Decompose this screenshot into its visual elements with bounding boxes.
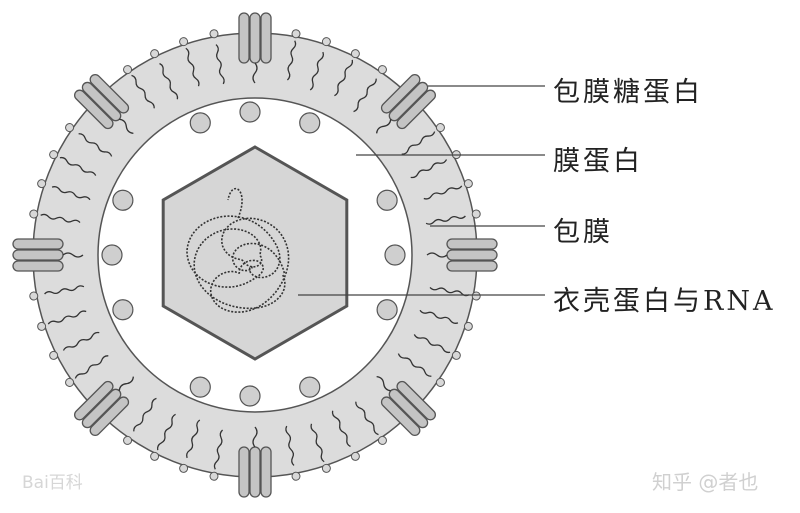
rna-strand	[186, 187, 290, 313]
membrane-protein	[189, 112, 211, 134]
membrane-protein	[384, 244, 406, 266]
label-membrane-protein: 膜蛋白	[553, 146, 643, 177]
membrane-protein	[112, 299, 134, 321]
capsid-hexagon	[161, 145, 349, 361]
glycoprotein	[12, 238, 84, 272]
lipid	[285, 425, 301, 481]
lipid	[209, 429, 224, 481]
membrane-protein	[239, 385, 261, 407]
glycoprotein	[238, 426, 272, 498]
lipid	[179, 37, 200, 87]
membrane-proteins	[101, 101, 406, 407]
membrane-protein	[112, 189, 134, 211]
label-envelope: 包膜	[553, 217, 613, 248]
membrane-protein	[239, 101, 261, 123]
lipid	[355, 401, 387, 445]
lipid	[397, 353, 445, 387]
baidu-watermark: Bai百科	[22, 473, 83, 493]
lipid	[65, 123, 113, 157]
membrane-protein	[299, 376, 321, 398]
glycoprotein	[376, 375, 437, 437]
lipid	[209, 29, 225, 85]
glycoprotein	[426, 238, 498, 272]
lipid	[123, 397, 157, 445]
glycoprotein	[238, 12, 272, 84]
lipid	[401, 123, 445, 155]
lipid	[309, 37, 331, 91]
lipid	[286, 29, 301, 81]
glycoprotein-spikes	[12, 12, 498, 498]
glycoprotein	[73, 376, 135, 437]
lipid	[334, 49, 360, 97]
membrane-protein	[299, 112, 321, 134]
lipid	[179, 419, 201, 473]
membrane-protein	[189, 376, 211, 398]
lipid	[429, 286, 481, 301]
lipid	[37, 179, 91, 201]
glycoprotein	[73, 73, 134, 135]
lipid	[150, 413, 176, 461]
lipid	[49, 150, 97, 176]
lipid	[310, 423, 331, 473]
lipid	[413, 334, 461, 360]
label-envelope-glycoprotein: 包膜糖蛋白	[553, 77, 703, 108]
glycoprotein	[375, 73, 437, 134]
lipid	[425, 209, 481, 225]
lipid-chains	[29, 29, 481, 481]
lipid	[65, 355, 109, 387]
membrane-protein	[376, 299, 398, 321]
zhihu-watermark: 知乎 @者也	[652, 470, 759, 494]
lipid	[123, 65, 155, 109]
lipid	[150, 49, 179, 100]
membrane-protein	[101, 244, 123, 266]
capsid	[161, 145, 349, 361]
lipid	[419, 309, 473, 331]
lipid	[331, 410, 360, 461]
lipid	[37, 310, 87, 331]
lipid	[353, 65, 387, 113]
lipid	[423, 179, 473, 200]
lipid	[29, 209, 81, 224]
lipid	[49, 331, 100, 360]
membrane-protein	[376, 189, 398, 211]
label-capsid-and-rna: 衣壳蛋白与RNA	[553, 286, 776, 317]
leader-lines	[298, 85, 545, 296]
lipid	[29, 285, 85, 301]
